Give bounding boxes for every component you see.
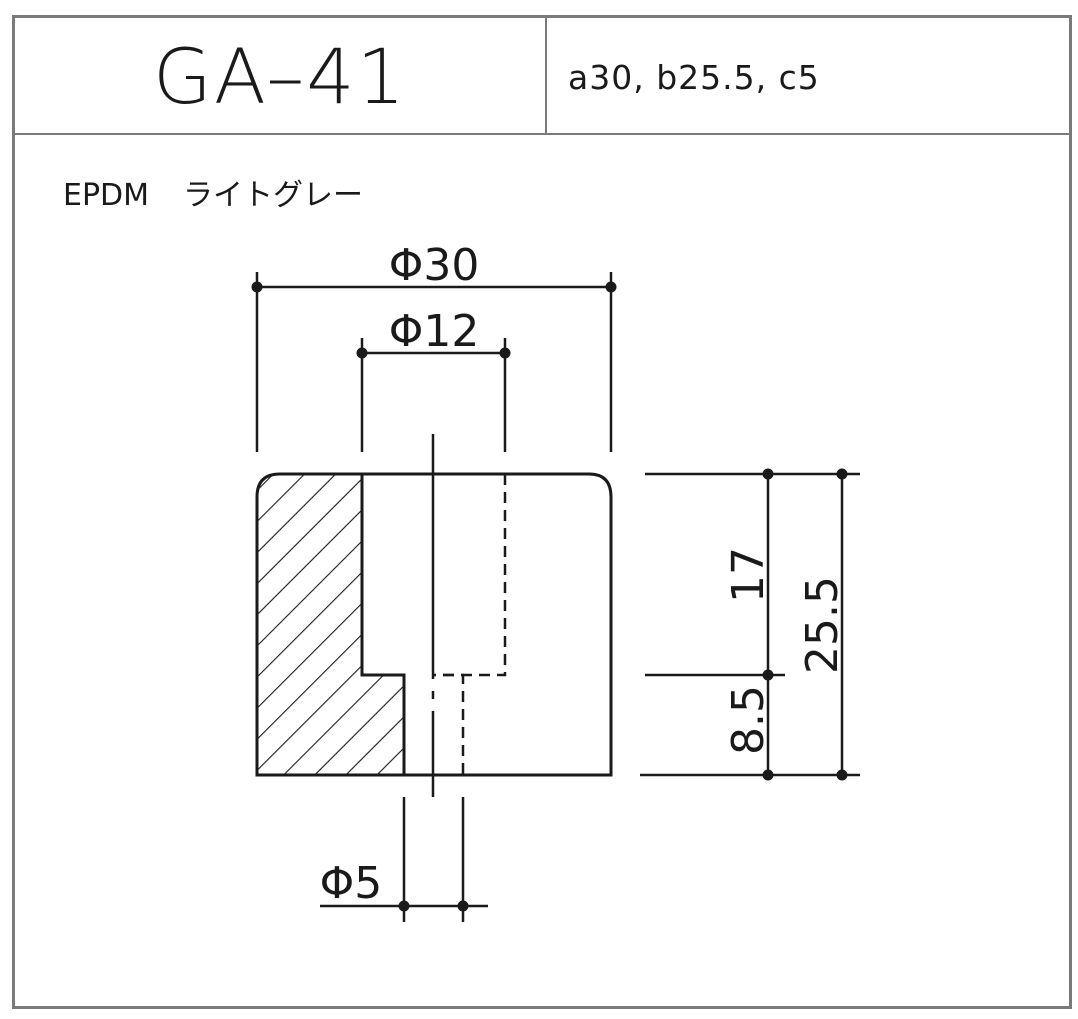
dim-lower-height: 8.5	[723, 685, 774, 755]
drawing-frame: GA–41 a30, b25.5, c5 EPDM ライトグレー	[12, 15, 1072, 1009]
material-color: ライトグレー	[183, 178, 364, 213]
model-code: GA–41	[153, 32, 407, 121]
dimensions-summary: a30, b25.5, c5	[568, 58, 820, 97]
material-name: EPDM	[63, 178, 150, 213]
dim-upper-height: 17	[723, 547, 774, 603]
header-row: GA–41 a30, b25.5, c5	[15, 18, 1069, 135]
section-hatch	[257, 474, 404, 775]
dim-total-height: 25.5	[797, 576, 848, 674]
part-outline	[255, 472, 613, 777]
dim-inner-diameter: Φ12	[389, 306, 480, 357]
hidden-lines	[433, 474, 507, 775]
dimension-terminators	[251, 281, 848, 912]
header-divider	[545, 18, 547, 135]
material-spec: EPDM ライトグレー	[63, 170, 363, 214]
dim-hole-diameter: Φ5	[320, 858, 383, 909]
dim-outer-diameter: Φ30	[389, 240, 480, 291]
